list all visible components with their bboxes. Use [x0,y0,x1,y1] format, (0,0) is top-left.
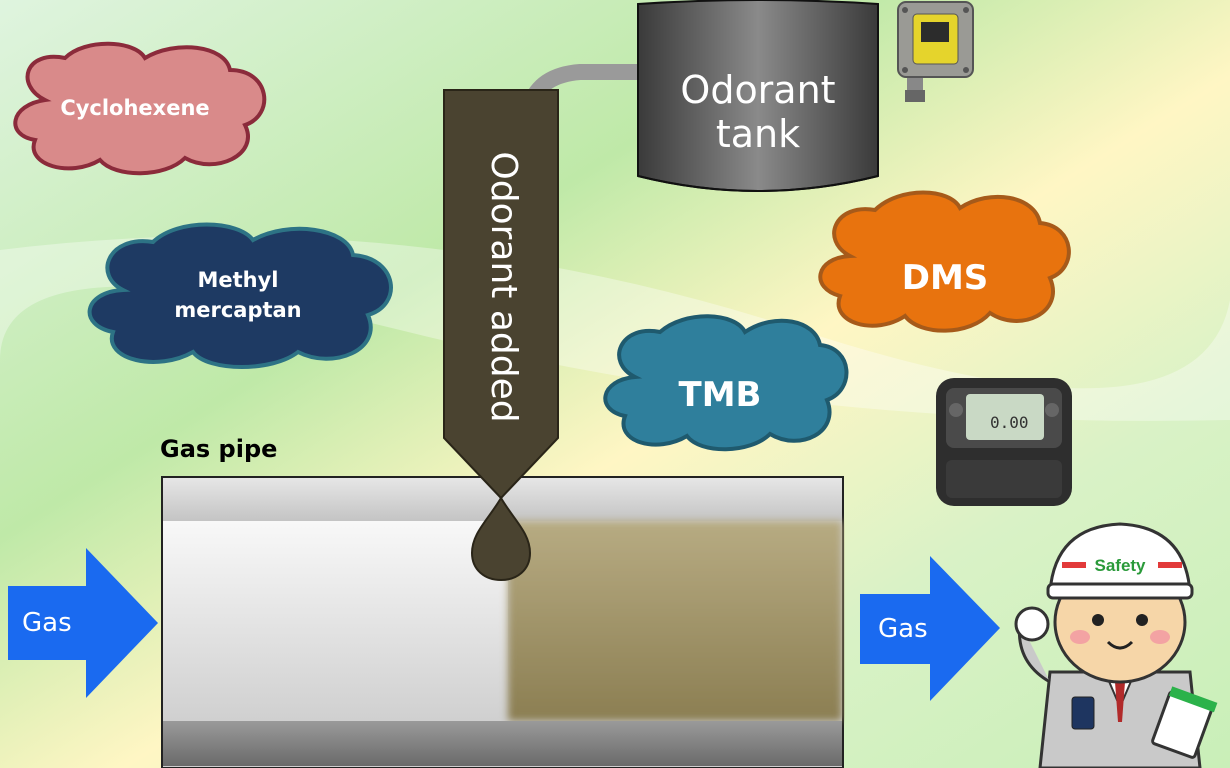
gas-in-arrow [8,548,158,698]
methyl-label-line2: mercaptan [174,298,302,322]
cloud-cyclohexene [13,41,267,176]
tank-label-line2: tank [715,112,801,156]
methyl-label-line1: Methyl [197,268,279,292]
cloud-methyl-mercaptan [87,222,393,369]
methyl-mercaptan-label: Methyl mercaptan [148,265,328,325]
fixed-gas-detector-icon [897,1,974,102]
odorant-tank-label: Odorant tank [640,68,876,156]
cloud-dms [818,190,1071,333]
odorant-added-label: Odorant added [483,151,524,423]
dms-label: DMS [901,258,989,298]
safety-worker-icon [1014,522,1218,768]
cyclohexene-label: Cyclohexene [60,96,210,120]
odorant-injector [443,89,559,582]
gas-in-label: Gas [22,608,72,638]
gas-pipe-label: Gas pipe [160,435,278,463]
gas-out-label: Gas [878,614,928,644]
gas-out-arrow [860,556,1000,701]
helmet-safety-text: Safety [1094,556,1146,575]
portable-gas-detector-icon: 0.00 [936,378,1072,506]
tank-label-line1: Odorant [680,68,836,112]
portable-display-reading: 0.00 [990,413,1029,432]
cloud-tmb [603,314,849,452]
tmb-label: TMB [678,375,762,415]
gas-pipe [161,476,844,768]
odorant-tank [637,0,879,192]
